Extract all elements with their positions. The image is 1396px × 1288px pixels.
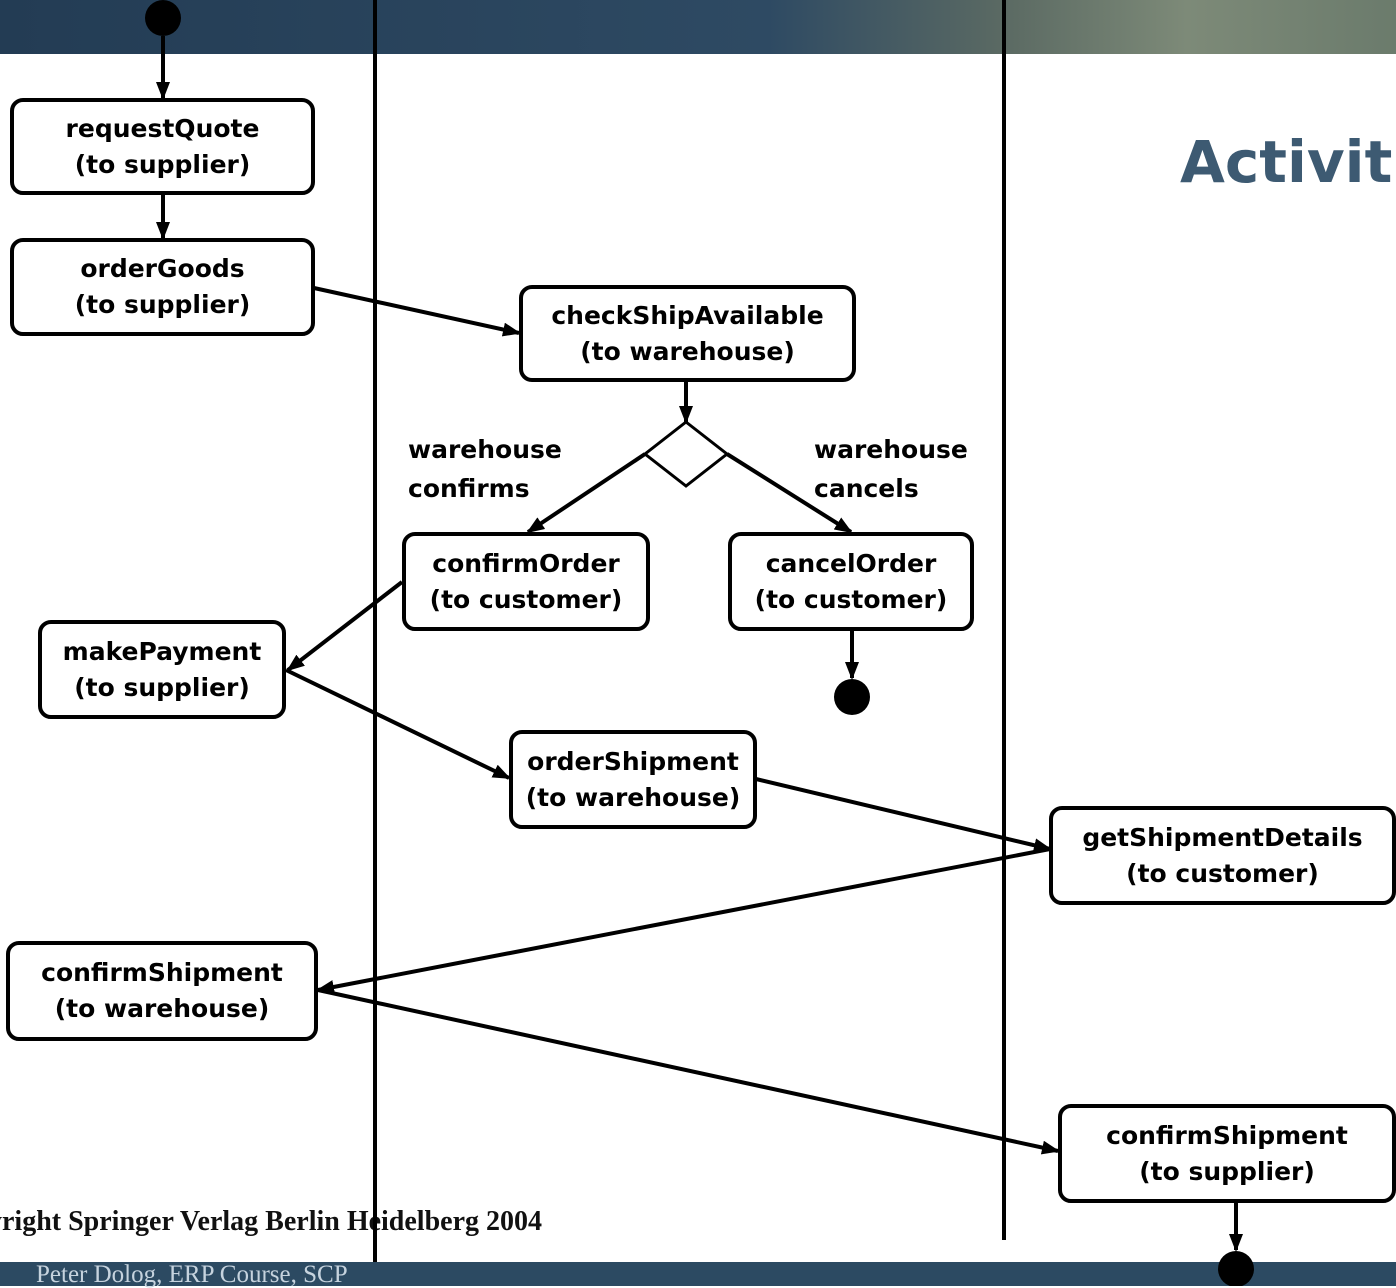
activity-confirm-shipment-warehouse: confirmShipment (to warehouse)	[6, 941, 318, 1041]
activity-order-shipment: orderShipment (to warehouse)	[509, 730, 757, 829]
activity-name: cancelOrder	[765, 548, 937, 578]
activity-target: (to supplier)	[74, 149, 251, 179]
activity-get-shipment-details: getShipmentDetails (to customer)	[1049, 806, 1396, 905]
activity-confirm-order: confirmOrder (to customer)	[402, 532, 650, 631]
activity-target: (to customer)	[754, 584, 948, 614]
activity-make-payment: makePayment (to supplier)	[38, 620, 286, 719]
activity-name: getShipmentDetails	[1082, 822, 1363, 852]
guard-warehouse-cancels: warehouse cancels	[814, 430, 968, 508]
flow-get-details-to-confirm-shipment-warehouse	[316, 847, 1051, 994]
guard-warehouse-confirms: warehouse confirms	[408, 430, 562, 508]
flow-order-goods-to-check-ship	[313, 286, 521, 337]
flow-confirm-order-to-make-payment	[286, 580, 404, 672]
activity-confirm-shipment-supplier: confirmShipment (to supplier)	[1058, 1104, 1396, 1203]
final-node-end	[1218, 1251, 1254, 1286]
activity-name: makePayment	[62, 636, 262, 666]
flow-order-shipment-to-get-details	[755, 777, 1052, 853]
activity-name: confirmShipment	[41, 958, 283, 987]
guard-line: warehouse	[408, 435, 562, 464]
activity-name: requestQuote	[65, 113, 260, 143]
footer-author: Peter Dolog, ERP Course, SCP	[36, 1261, 348, 1288]
activity-request-quote: requestQuote (to supplier)	[10, 98, 315, 195]
activity-target: (to supplier)	[74, 290, 251, 319]
initial-node	[145, 0, 181, 36]
decision-node	[642, 420, 730, 488]
activity-target: (to supplier)	[1139, 1156, 1315, 1186]
footer-bar	[0, 1262, 1396, 1286]
activity-cancel-order: cancelOrder (to customer)	[728, 532, 974, 631]
guard-line: cancels	[814, 474, 919, 503]
activity-name: confirmShipment	[1106, 1120, 1348, 1150]
activity-check-ship-available: checkShipAvailable (to warehouse)	[519, 285, 856, 382]
flow-decision-to-cancel-order	[725, 452, 853, 534]
activity-order-goods: orderGoods (to supplier)	[10, 238, 315, 336]
activity-target: (to supplier)	[74, 672, 250, 702]
flow-decision-to-confirm-order	[526, 452, 647, 534]
final-node-cancel	[834, 679, 870, 715]
activity-target: (to warehouse)	[525, 782, 741, 812]
top-banner	[0, 0, 1396, 54]
copyright-notice: yright Springer Verlag Berlin Heidelberg…	[0, 1206, 543, 1237]
activity-target: (to warehouse)	[54, 994, 270, 1023]
activity-name: checkShipAvailable	[551, 300, 824, 330]
slide-title: Activit	[1180, 128, 1393, 196]
activity-target: (to customer)	[1126, 858, 1319, 888]
activity-name: confirmOrder	[432, 548, 620, 578]
activity-target: (to warehouse)	[580, 336, 795, 366]
guard-line: confirms	[408, 474, 530, 503]
flow-make-payment-to-order-shipment	[285, 668, 511, 780]
activity-target: (to customer)	[429, 584, 623, 614]
activity-name: orderShipment	[527, 746, 739, 776]
guard-line: warehouse	[814, 435, 968, 464]
flow-confirm-shipment-warehouse-to-supplier	[317, 988, 1060, 1155]
activity-name: orderGoods	[80, 254, 245, 283]
